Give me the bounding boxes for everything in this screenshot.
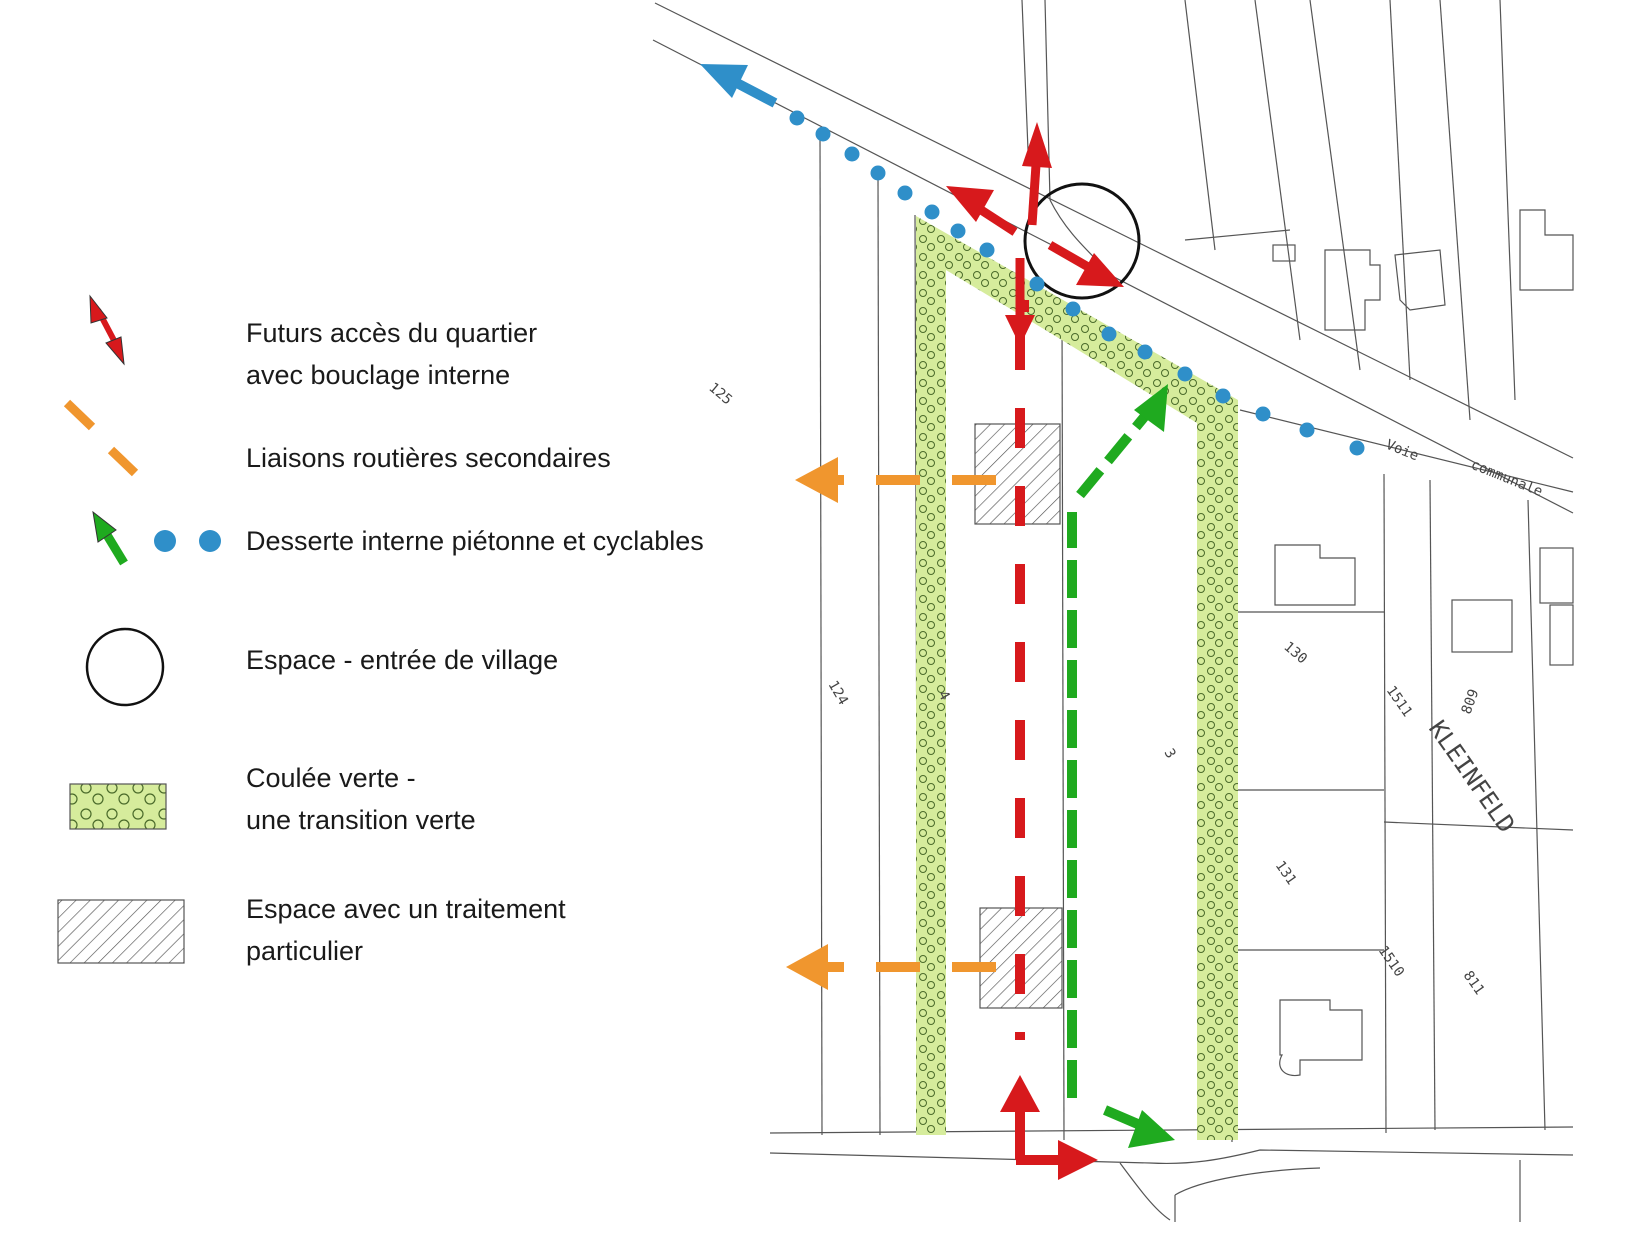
parcel-3: 3: [1161, 746, 1179, 761]
legend-special-label: Espace avec un traitement particulier: [246, 888, 566, 972]
village-entry-circle: [1023, 182, 1141, 300]
orange-dash-icon: [63, 399, 139, 477]
legend-special-line1: Espace avec un traitement: [246, 894, 566, 924]
legend-green-label: Coulée verte - une transition verte: [246, 757, 476, 841]
parcel-1511: 1511: [1383, 683, 1415, 720]
legend-access-line2: avec bouclage interne: [246, 360, 511, 390]
parcel-124: 124: [825, 678, 852, 708]
parcel-811: 811: [1460, 968, 1488, 998]
green-pedestrian-path: [1067, 384, 1175, 1148]
cadastral-lines: [652, 0, 1574, 1222]
orange-secondary-links: [786, 457, 996, 990]
legend-village-entry-label: Espace - entrée de village: [246, 645, 559, 675]
road-label-voie: Voie: [1384, 437, 1421, 464]
blue-arrow-icon: [700, 64, 778, 108]
parcel-131: 131: [1272, 858, 1300, 888]
red-arrow-icons: [946, 122, 1124, 1180]
parcel-125: 125: [705, 380, 735, 409]
legend-green-line1: Coulée verte -: [246, 763, 416, 793]
hatched-swatch-icon: [57, 899, 185, 964]
legend-special-line2: particulier: [246, 936, 364, 966]
locality-label: KLEINFELD: [1423, 715, 1521, 838]
legend-access-line1: Futurs accès du quartier: [246, 318, 538, 348]
road-label-communale: communale: [1469, 457, 1545, 500]
circle-icon: [85, 627, 165, 707]
parcel-130: 130: [1280, 639, 1310, 668]
red-double-arrow-icon: [89, 294, 125, 366]
legend-secondary-label: Liaisons routières secondaires: [246, 443, 611, 473]
legend-access-label: Futurs accès du quartier avec bouclage i…: [246, 312, 537, 396]
green-corridor: [916, 216, 1238, 1140]
green-dotted-swatch-icon: [69, 783, 167, 830]
legend-pedestrian-label: Desserte interne piétonne et cyclables: [246, 526, 704, 556]
blue-pedestrian-dots: [789, 110, 1365, 456]
legend-green-line2: une transition verte: [246, 805, 476, 835]
parcel-809: 809: [1459, 687, 1483, 716]
green-arrow-blue-dots-icon: [92, 510, 221, 566]
parcel-1510: 1510: [1375, 943, 1407, 980]
